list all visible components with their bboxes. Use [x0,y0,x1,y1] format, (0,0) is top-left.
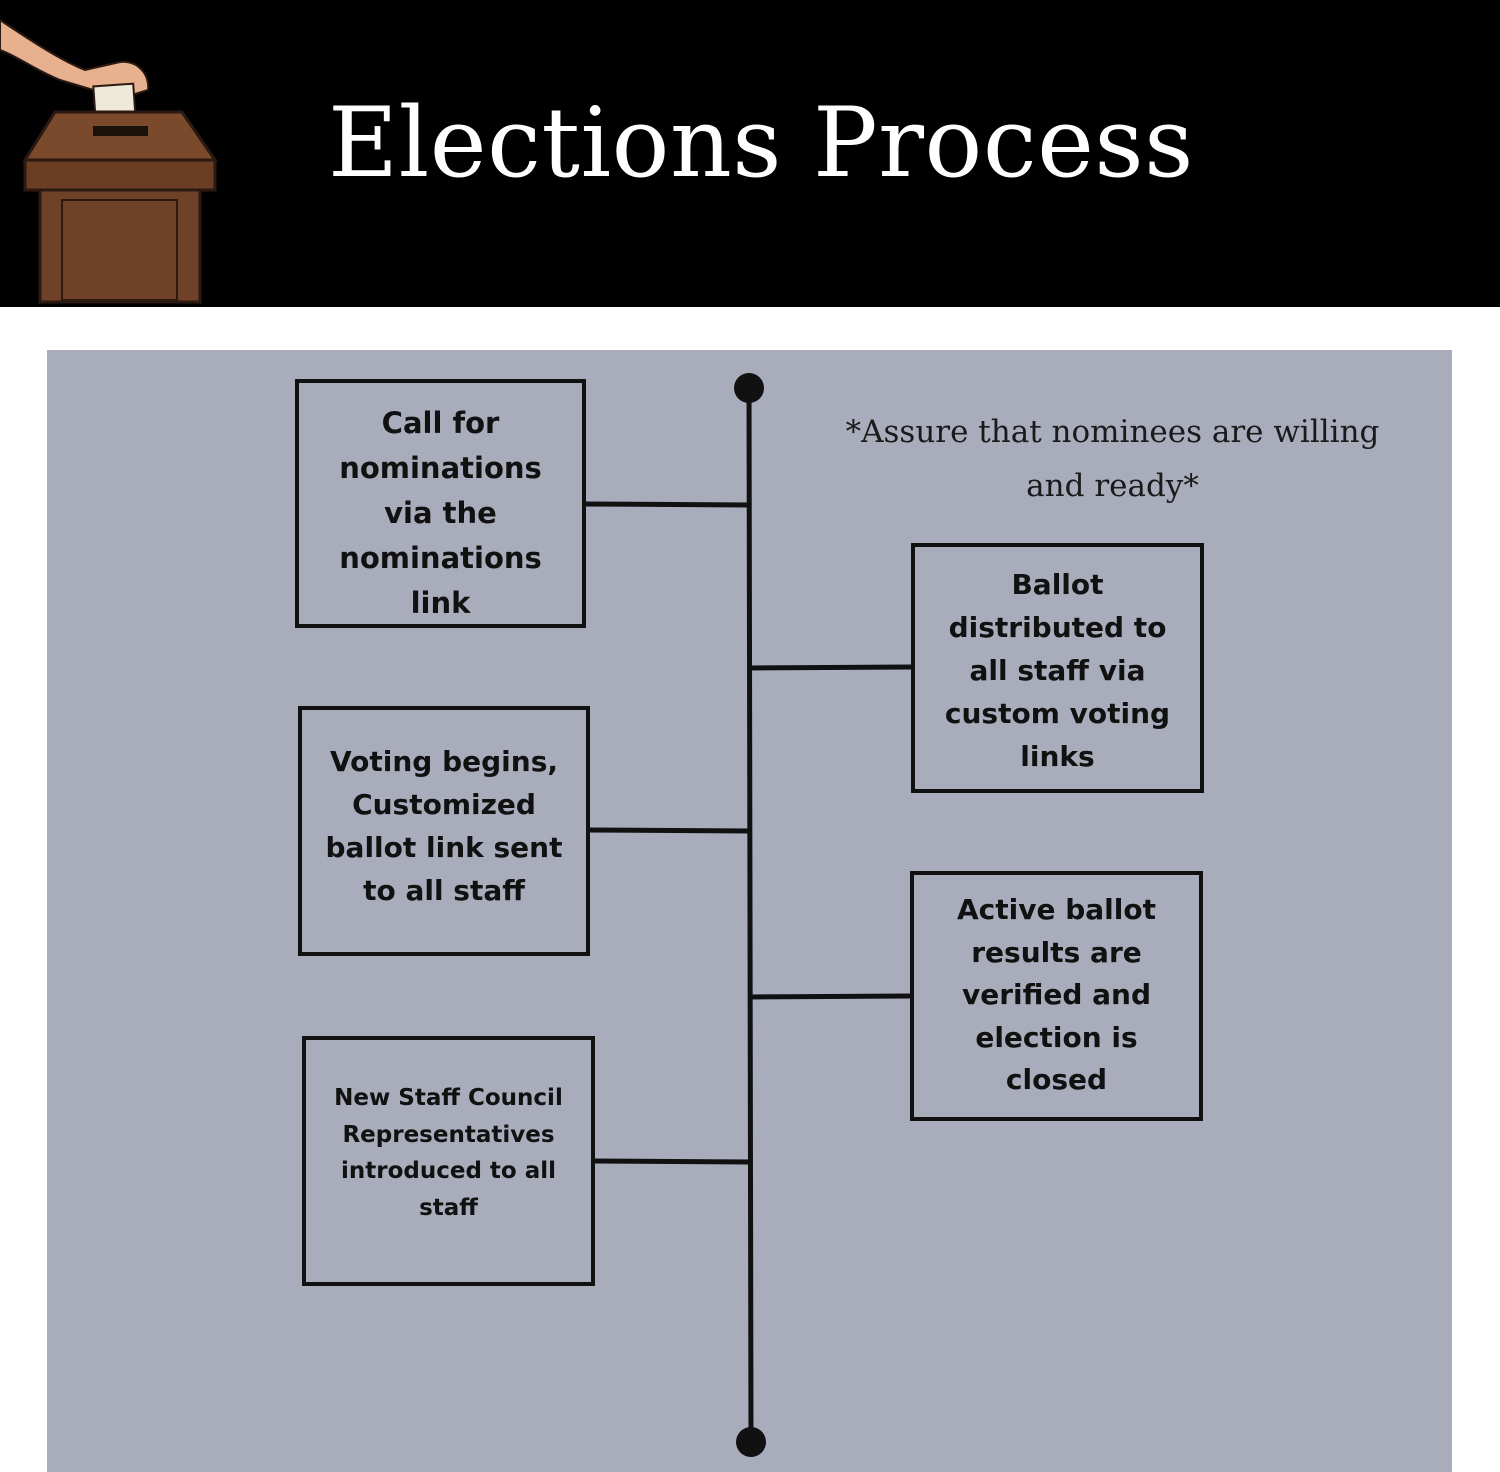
step-text: Ballot distributed to all staff via cust… [944,568,1171,773]
step-box-call-for-nominations: Call for nominations via the nominations… [295,379,586,628]
step-box-results-verified: Active ballot results are verified and e… [910,871,1203,1121]
step-text: New Staff Council Representatives introd… [334,1085,563,1221]
step-text: Call for nominations via the nominations… [339,406,542,620]
page-title: Elections Process [328,87,1194,199]
nominee-note: *Assure that nominees are willing and re… [845,414,1380,504]
step-box-ballot-distributed: Ballot distributed to all staff via cust… [911,543,1204,793]
step-text: Active ballot results are verified and e… [957,893,1156,1096]
ballot-box-with-hand-icon [0,18,218,304]
timeline-panel [47,350,1452,1472]
header-banner: Elections Process [0,0,1500,307]
step-box-voting-begins: Voting begins, Customized ballot link se… [298,706,590,956]
step-text: Voting begins, Customized ballot link se… [325,745,563,907]
step-box-new-representatives: New Staff Council Representatives introd… [302,1036,595,1286]
